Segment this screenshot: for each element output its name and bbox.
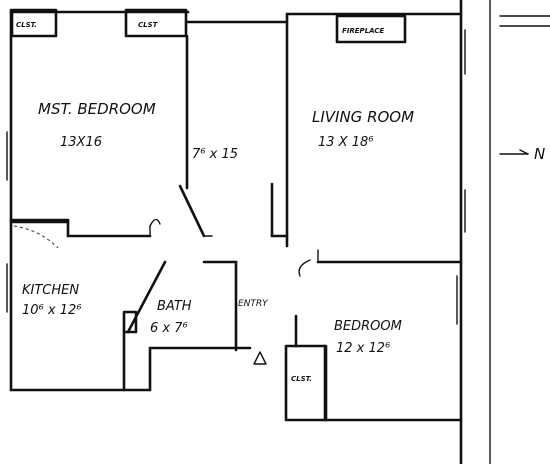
north-arrow-head — [519, 149, 529, 155]
closet-2-label: CLST — [138, 21, 159, 29]
kitchen-size: 10⁶ x 12⁶ — [22, 303, 81, 318]
kitchen-door-swing — [13, 225, 59, 249]
closet-1-label: CLST. — [16, 21, 37, 29]
fireplace-label: FIREPLACE — [342, 27, 384, 35]
bath-size: 6 x 7⁶ — [150, 321, 188, 336]
door-hall-left — [178, 184, 206, 238]
fireplace-box — [335, 14, 407, 44]
closet-2-box — [124, 8, 188, 38]
door-hook-master — [149, 218, 161, 227]
living-room-name: LIVING ROOM — [312, 108, 414, 126]
closet-1-box — [10, 8, 58, 38]
entry-triangle-icon — [253, 351, 267, 365]
hall-size: 7⁶ x 15 — [192, 147, 238, 162]
wall-bath-left-diagonal — [126, 260, 167, 334]
bedroom-name: BEDROOM — [334, 319, 402, 334]
kitchen-name: KITCHEN — [22, 283, 79, 298]
north-label: N — [534, 145, 545, 163]
walls — [6, 0, 550, 464]
door-hook-living — [298, 259, 311, 277]
labels: CLST. CLST FIREPLACE MST. BEDROOM 13X16 … — [16, 21, 545, 383]
master-bedroom-size: 13X16 — [60, 135, 102, 150]
bath-tub — [122, 310, 138, 334]
entry-name: ENTRY — [238, 299, 269, 309]
living-room-size: 13 X 18⁶ — [318, 135, 373, 150]
closet-3-box — [284, 344, 328, 422]
master-bedroom-name: MST. BEDROOM — [38, 100, 156, 118]
closet-3-label: CLST. — [291, 375, 312, 383]
bath-name: BATH — [157, 299, 192, 314]
bedroom-size: 12 x 12⁶ — [336, 341, 390, 356]
